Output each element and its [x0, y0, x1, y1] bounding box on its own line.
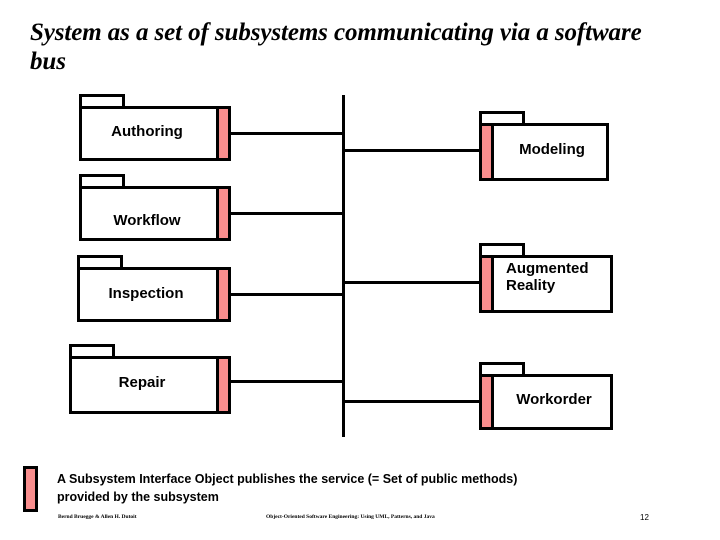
- package-tab: [77, 255, 123, 269]
- legend-text: A Subsystem Interface Object publishes t…: [57, 470, 657, 506]
- legend-interface-bar: [23, 466, 38, 512]
- subsystem-workorder[interactable]: Workorder: [479, 362, 613, 430]
- interface-object-bar[interactable]: [216, 267, 231, 322]
- package-body: [479, 374, 613, 430]
- subsystem-label: Modeling: [519, 141, 585, 158]
- software-bus-spine: [342, 95, 345, 437]
- page-title: System as a set of subsystems communicat…: [30, 19, 642, 75]
- bus-connector-inspection: [227, 293, 344, 296]
- subsystem-label: Inspection: [108, 285, 184, 302]
- bus-connector-repair: [227, 380, 344, 383]
- package-body: [79, 186, 231, 241]
- subsystem-label: Augmented Reality: [506, 260, 589, 294]
- legend-line-1: A Subsystem Interface Object publishes t…: [57, 472, 518, 486]
- subsystem-label: Authoring: [111, 123, 183, 140]
- interface-object-bar[interactable]: [479, 374, 494, 430]
- bus-connector-authoring: [227, 132, 344, 135]
- subsystem-inspection[interactable]: Inspection: [77, 255, 231, 322]
- subsystem-workflow[interactable]: Workflow: [79, 174, 231, 241]
- interface-object-bar[interactable]: [479, 123, 494, 181]
- footer-page-number: 12: [640, 513, 649, 522]
- subsystem-label: Repair: [118, 374, 166, 391]
- package-tab: [69, 344, 115, 358]
- subsystem-modeling[interactable]: Modeling: [479, 111, 609, 181]
- interface-object-bar[interactable]: [216, 106, 231, 161]
- interface-object-bar[interactable]: [216, 356, 231, 414]
- interface-object-bar[interactable]: [479, 255, 494, 313]
- package-tab: [79, 94, 125, 108]
- package-body: [79, 106, 231, 161]
- subsystem-authoring[interactable]: Authoring: [79, 94, 231, 161]
- package-tab: [79, 174, 125, 188]
- package-tab: [479, 243, 525, 257]
- interface-object-bar[interactable]: [216, 186, 231, 241]
- subsystem-label: Workorder: [516, 391, 592, 408]
- package-tab: [479, 111, 525, 125]
- subsystem-augmented-reality[interactable]: Augmented Reality: [479, 243, 613, 313]
- bus-connector-augmented-reality: [342, 281, 482, 284]
- footer-authors: Bernd Bruegge & Allen H. Dutoit: [58, 514, 137, 520]
- package-body: [69, 356, 231, 414]
- subsystem-label: Workflow: [113, 212, 181, 229]
- bus-connector-workorder: [342, 400, 482, 403]
- legend-line-2: provided by the subsystem: [57, 490, 219, 505]
- bus-connector-workflow: [227, 212, 344, 215]
- footer-book-title: Object-Oriented Software Engineering: Us…: [266, 514, 435, 520]
- subsystem-repair[interactable]: Repair: [69, 344, 231, 414]
- package-body: [479, 255, 613, 313]
- bus-connector-modeling: [342, 149, 482, 152]
- package-tab: [479, 362, 525, 376]
